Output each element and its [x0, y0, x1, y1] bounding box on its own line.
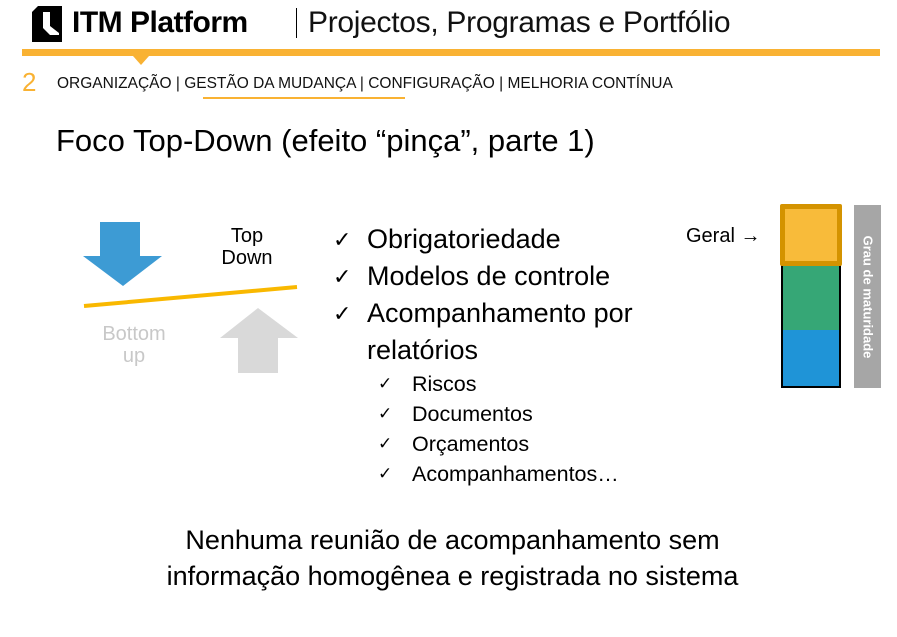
divider-line: [83, 285, 298, 308]
section-number: 2: [22, 67, 37, 97]
closing-statement: Nenhuma reunião de acompanhamento sem in…: [166, 525, 739, 591]
check-item: ✓ Acompanhamento por: [333, 295, 633, 332]
checklist: ✓ Obrigatoriedade ✓ Modelos de controle …: [333, 221, 633, 489]
header-rule-notch: [133, 56, 149, 65]
check-item-continuation: relatórios: [367, 335, 479, 365]
itm-logo-icon: [32, 6, 62, 42]
maturity-level-top-highlighted: [780, 204, 842, 266]
top-down-label: Top Down: [221, 225, 273, 269]
header-rule: [22, 49, 880, 56]
nav-separator: |: [171, 75, 185, 92]
sub-check-item: ✓ Documentos: [333, 399, 633, 429]
sub-check-item: ✓ Riscos: [333, 369, 633, 399]
nav-item-gestao-da-mudanca[interactable]: GESTÃO DA MUDANÇA: [184, 75, 356, 92]
active-nav-underline: [203, 97, 405, 99]
check-icon: ✓: [333, 227, 352, 252]
maturity-axis-bar: Grau de maturidade: [854, 205, 881, 388]
pincer-diagram: [60, 200, 320, 390]
check-icon: ✓: [333, 301, 352, 326]
check-icon: ✓: [378, 374, 393, 393]
check-icon: ✓: [378, 434, 393, 453]
down-arrow-icon: [83, 222, 162, 286]
brand-separator: [296, 8, 297, 38]
maturity-axis-label: Grau de maturidade: [860, 235, 875, 358]
sub-check-item: ✓ Acompanhamentos…: [333, 459, 633, 489]
bottom-up-label: Bottom up: [102, 323, 166, 367]
brand-subtitle: Projectos, Programas e Portfólio: [308, 6, 731, 39]
check-item: ✓ Obrigatoriedade: [333, 221, 633, 258]
up-arrow-icon: [220, 308, 298, 373]
maturity-level-middle: [783, 266, 839, 330]
maturity-level-bottom: [783, 330, 839, 386]
geral-pointer-label: Geral →: [686, 225, 761, 247]
nav-item-configuracao[interactable]: CONFIGURAÇÃO: [368, 75, 495, 92]
section-nav: ORGANIZAÇÃO | GESTÃO DA MUDANÇA | CONFIG…: [57, 74, 673, 94]
sub-check-item: ✓ Orçamentos: [333, 429, 633, 459]
nav-separator: |: [494, 75, 508, 92]
nav-separator: |: [355, 75, 369, 92]
check-icon: ✓: [333, 264, 352, 289]
maturity-stack: [780, 204, 842, 388]
nav-item-melhoria-continua[interactable]: MELHORIA CONTÍNUA: [507, 75, 673, 92]
check-item: ✓ Modelos de controle: [333, 258, 633, 295]
check-icon: ✓: [378, 464, 393, 483]
brand-name: ITM Platform: [72, 6, 248, 39]
nav-item-organizacao[interactable]: ORGANIZAÇÃO: [57, 75, 172, 92]
check-icon: ✓: [378, 404, 393, 423]
slide-title: Foco Top-Down (efeito “pinça”, parte 1): [56, 123, 595, 158]
